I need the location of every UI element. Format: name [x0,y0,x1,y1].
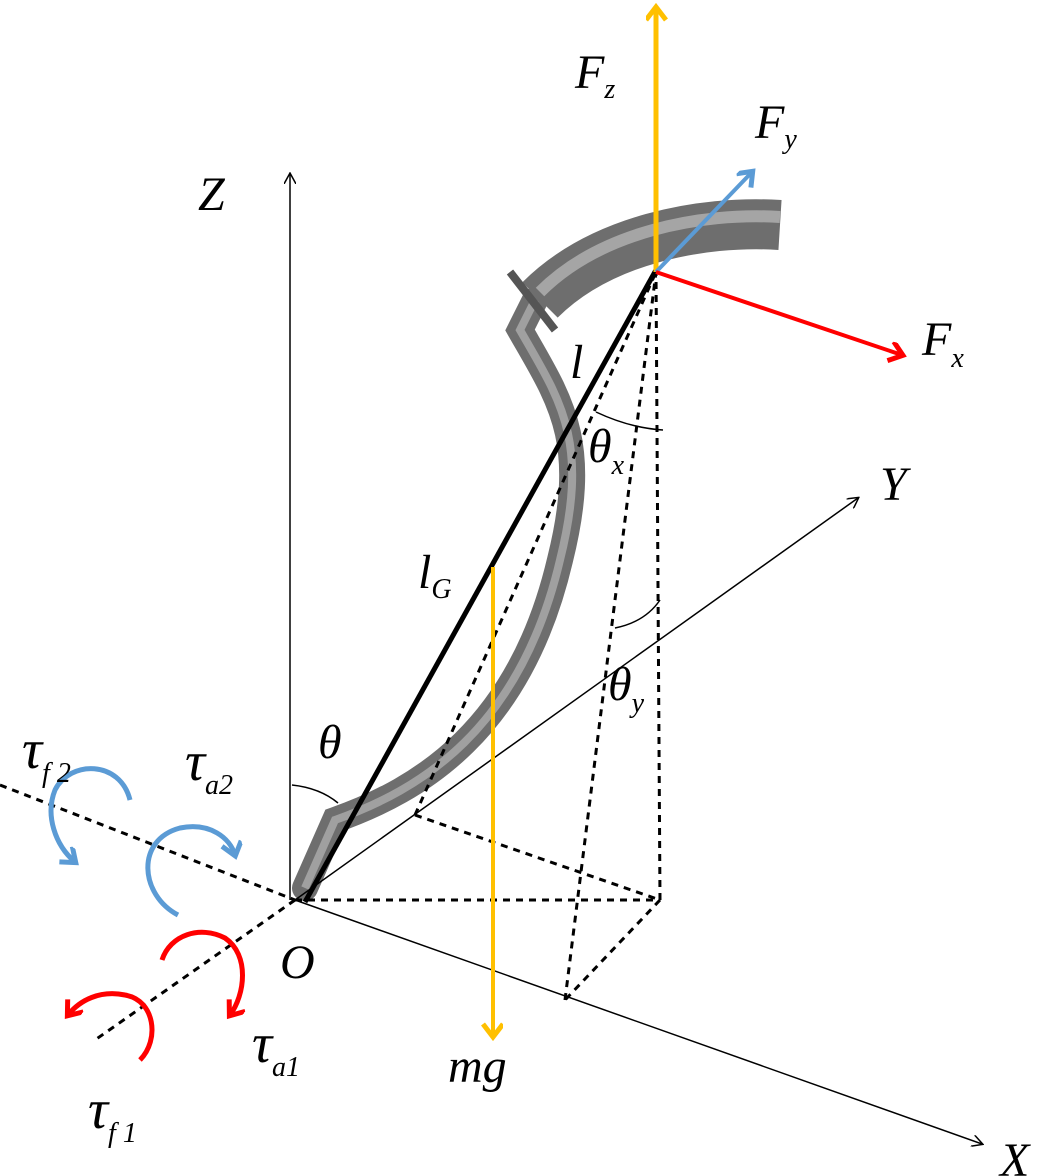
rod-length-line [302,268,659,904]
theta-label: θ [318,716,342,769]
force-x-arrow [655,270,902,355]
theta-y-arc [614,599,661,629]
torque-a2-arrow [145,824,235,918]
torque-f1-arrow [68,991,155,1062]
length-g-label: lG [418,546,452,605]
theta-arc [291,784,339,804]
z-axis-label: Z [198,168,226,221]
torque-f2-arrow [48,766,133,862]
torque-a1-arrow [159,929,243,1015]
bent-tube [292,199,782,901]
length-label: l [570,336,583,389]
fz-label: Fz [574,46,615,105]
x-axis [294,899,982,1144]
fy-label: Fy [754,96,797,155]
tau-f2-label: τf 2 [22,719,71,789]
theta-y-label: θy [608,658,645,719]
fx-label: Fx [921,313,964,374]
theta-x-arc [595,411,664,431]
weight-label: mg [448,1040,507,1093]
tau-f1-label: τf 1 [88,1079,137,1149]
y-axis [294,498,858,901]
tau-a1-label: τa1 [252,1013,300,1083]
origin-label: O [280,936,315,989]
y-axis-label: Y [880,458,911,511]
tube-flange [506,269,559,333]
force-y-arrow [654,172,752,274]
theta-x-label: θx [588,420,625,481]
x-axis-label: X [998,1134,1031,1176]
tau-a2-label: τa2 [185,731,233,801]
